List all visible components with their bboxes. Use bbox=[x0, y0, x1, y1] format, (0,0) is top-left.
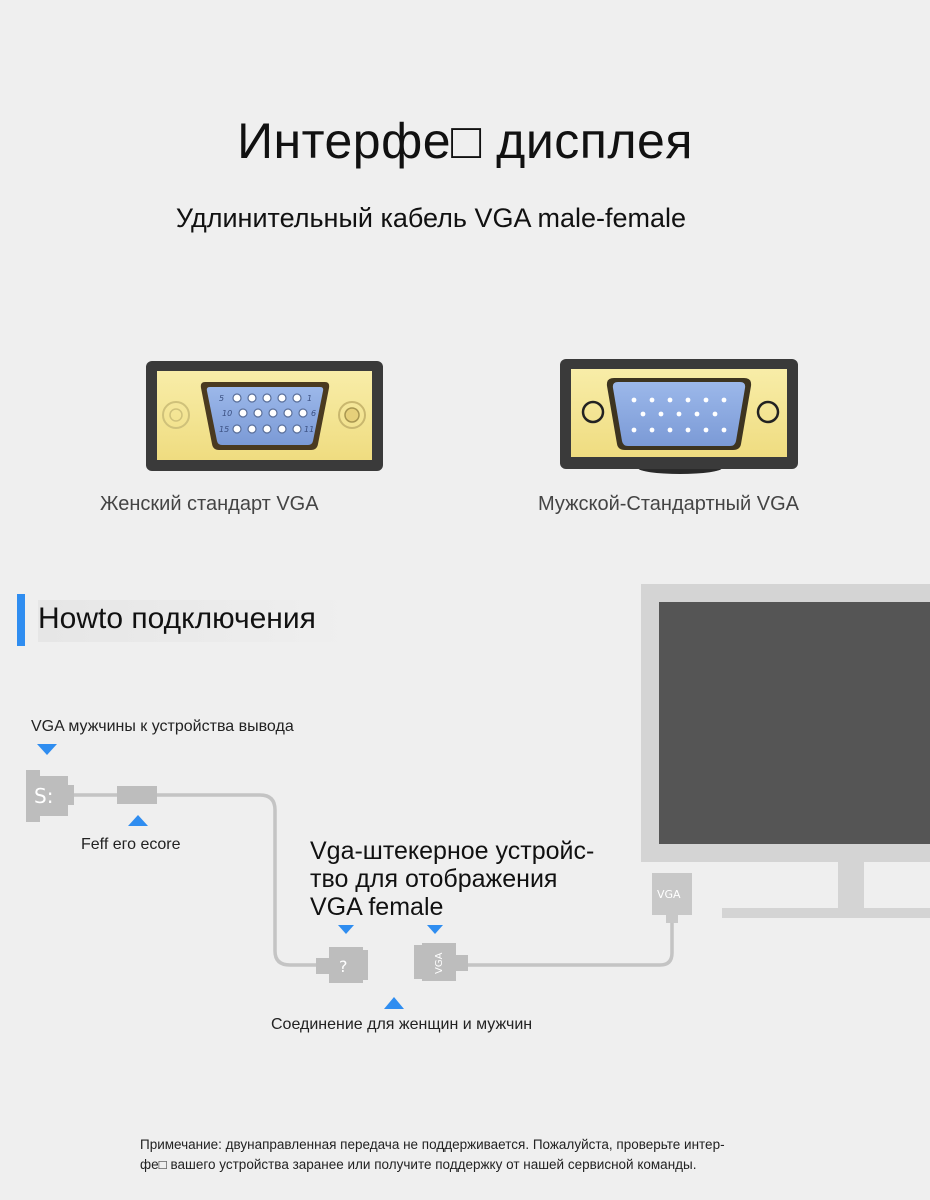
pointer-up-icon bbox=[384, 997, 404, 1009]
screw-hole-right-icon bbox=[338, 401, 366, 429]
display-device-label-line: Vga-штекерное устройс- bbox=[310, 837, 595, 865]
female-vga-connector: 5 10 15 1 6 11 bbox=[146, 361, 383, 471]
display-device-label-line: VGA female bbox=[310, 893, 444, 921]
screw-hole-left-icon bbox=[581, 400, 605, 424]
ferrite-core-label: Feff его ecore bbox=[81, 836, 181, 853]
monitor-vga-port: VGA bbox=[652, 873, 692, 923]
screw-hole-left-icon bbox=[162, 401, 190, 429]
footnote-line: фе□ вашего устройства заранее или получи… bbox=[140, 1157, 697, 1172]
monitor-illustration bbox=[641, 584, 930, 918]
source-plug-mark: S: bbox=[34, 784, 53, 808]
cable-lines bbox=[70, 793, 674, 967]
pin-number-10: 10 bbox=[222, 409, 232, 418]
junction-label: Соединение для женщин и мужчин bbox=[271, 1016, 533, 1033]
female-connector-label: Женский стандарт VGA bbox=[100, 493, 319, 515]
pin-number-6: 6 bbox=[311, 409, 316, 418]
pointer-down-icon bbox=[338, 925, 354, 934]
page-title: Интерфе□ дисплея bbox=[237, 113, 693, 169]
ferrite-core-icon bbox=[117, 786, 157, 804]
pin-number-1: 1 bbox=[307, 394, 312, 403]
female-pin-holes bbox=[232, 393, 308, 434]
footnote-line: Примечание: двунаправленная передача не … bbox=[140, 1137, 725, 1152]
page-subtitle: Удлинительный кабель VGA male-female bbox=[175, 203, 687, 233]
monitor-port-mark: VGA bbox=[657, 888, 681, 901]
section-accent-bar bbox=[17, 594, 25, 646]
pin-number-15: 15 bbox=[219, 425, 229, 434]
female-extension-plug: ? bbox=[316, 947, 368, 983]
monitor-screen bbox=[659, 602, 930, 844]
female-plug-mark: ? bbox=[339, 957, 348, 976]
vga-male-output-label: VGA мужчины к устройства вывода bbox=[31, 718, 294, 735]
pin-number-11: 11 bbox=[304, 425, 314, 434]
male-plug-mark: VGA bbox=[434, 952, 445, 974]
male-connector-label: Мужской-Стандартный VGA bbox=[538, 493, 799, 515]
pointer-up-icon bbox=[128, 815, 148, 826]
pointer-down-icon bbox=[427, 925, 443, 934]
display-device-label-line: тво для отображения bbox=[310, 865, 558, 893]
male-extension-plug: VGA bbox=[414, 943, 468, 981]
monitor-stand-neck bbox=[838, 862, 864, 910]
male-vga-connector bbox=[560, 359, 798, 474]
source-vga-plug: S: bbox=[26, 770, 74, 822]
display-device-label: Vga-штекерное устройс- тво для отображен… bbox=[310, 837, 594, 921]
monitor-stand-base bbox=[722, 908, 930, 918]
pin-number-5: 5 bbox=[219, 394, 224, 403]
male-pins bbox=[631, 397, 727, 433]
pointer-markers bbox=[37, 744, 443, 1009]
pointer-down-icon bbox=[37, 744, 57, 755]
footnote: Примечание: двунаправленная передача не … bbox=[140, 1135, 800, 1175]
section-title: Howto подключения bbox=[38, 600, 346, 642]
screw-hole-right-icon bbox=[756, 400, 780, 424]
